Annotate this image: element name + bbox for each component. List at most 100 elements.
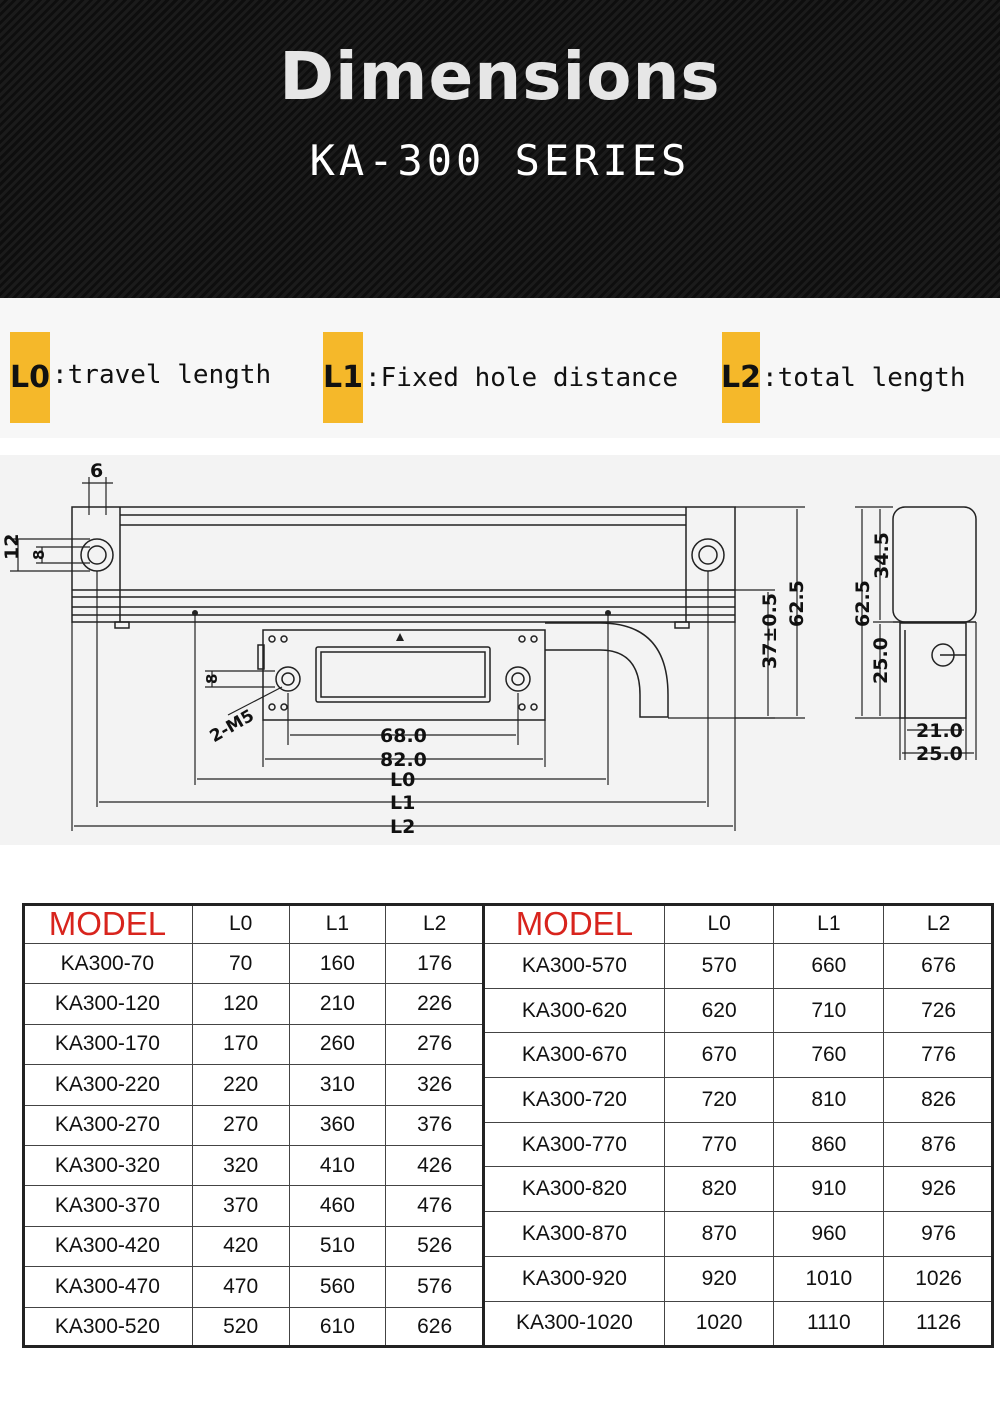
cell-model: KA300-770 (484, 1121, 665, 1168)
header-l1: L1 (773, 903, 885, 944)
cell-l1: 210 (288, 983, 387, 1025)
header-banner: Dimensions KA-300 SERIES (0, 0, 1000, 298)
cell-l0: 70 (191, 942, 290, 985)
cell-l0: 570 (663, 943, 775, 989)
dim-12: 12 (1, 534, 23, 560)
cell-model: KA300-70 (22, 942, 193, 985)
cell-model: KA300-920 (484, 1255, 665, 1302)
header-l2: L2 (385, 903, 484, 944)
cell-l0: 270 (191, 1104, 290, 1146)
cell-model: KA300-820 (484, 1166, 665, 1213)
side-view-lower (899, 622, 967, 719)
cell-l2: 276 (385, 1023, 484, 1066)
cell-l1: 710 (773, 987, 885, 1034)
cell-l0: 620 (663, 987, 775, 1034)
cell-l2: 776 (883, 1032, 994, 1079)
cell-l2: 376 (385, 1104, 484, 1146)
dim-21: 21.0 (916, 720, 963, 742)
cell-l0: 1020 (663, 1300, 775, 1347)
cell-l1: 1010 (773, 1255, 885, 1302)
cell-l2: 826 (883, 1077, 994, 1123)
cell-l2: 226 (385, 983, 484, 1025)
header-l0: L0 (663, 903, 775, 944)
dim-6: 6 (90, 460, 103, 482)
legend-key-l0: L0 (10, 332, 50, 423)
legend-item-l0: L0 :travel length (10, 332, 271, 423)
cell-l1: 560 (288, 1266, 387, 1308)
legend-band (0, 298, 1000, 438)
cable (545, 622, 669, 718)
dim-82: 82.0 (380, 749, 427, 771)
cell-l1: 460 (288, 1185, 387, 1227)
cell-l1: 1110 (773, 1300, 885, 1347)
cell-l2: 976 (883, 1211, 994, 1257)
cell-l2: 726 (883, 987, 994, 1034)
dim-25-v: 25.0 (870, 637, 892, 684)
cell-l0: 870 (663, 1211, 775, 1257)
cell-l0: 770 (663, 1121, 775, 1168)
cell-l2: 676 (883, 943, 994, 989)
cell-l0: 470 (191, 1266, 290, 1308)
cell-model: KA300-1020 (484, 1300, 665, 1347)
cell-l1: 910 (773, 1166, 885, 1213)
cell-model: KA300-420 (22, 1225, 193, 1268)
cell-l2: 876 (883, 1121, 994, 1168)
cell-model: KA300-270 (22, 1104, 193, 1146)
cell-l0: 320 (191, 1144, 290, 1187)
header-l1: L1 (288, 903, 387, 944)
dim-8-left: 8 (30, 550, 48, 560)
cell-l2: 626 (385, 1306, 484, 1349)
header-l0: L0 (191, 903, 290, 944)
cell-l1: 860 (773, 1121, 885, 1168)
cell-l2: 176 (385, 942, 484, 985)
cell-l1: 360 (288, 1104, 387, 1146)
cell-l1: 510 (288, 1225, 387, 1268)
dim-25-h: 25.0 (916, 743, 963, 765)
cell-model: KA300-170 (22, 1023, 193, 1066)
cell-l0: 670 (663, 1032, 775, 1079)
cell-model: KA300-470 (22, 1266, 193, 1308)
legend-item-l1: L1 :Fixed hole distance (323, 332, 678, 423)
scale-body (71, 506, 736, 623)
cell-model: KA300-670 (484, 1032, 665, 1079)
cell-l1: 260 (288, 1023, 387, 1066)
legend-item-l2: L2 :total length (721, 332, 966, 423)
cell-l1: 810 (773, 1077, 885, 1123)
dim-62-5-side: 62.5 (852, 580, 874, 627)
cell-model: KA300-320 (22, 1144, 193, 1187)
cell-model: KA300-220 (22, 1064, 193, 1106)
table-row (484, 1345, 994, 1348)
cell-l2: 926 (883, 1166, 994, 1213)
cell-model: KA300-870 (484, 1211, 665, 1257)
dim-l1: L1 (390, 792, 415, 814)
legend-text-l1: :Fixed hole distance (365, 362, 679, 393)
cell-l0: 520 (191, 1306, 290, 1349)
dim-l2: L2 (390, 816, 415, 838)
cell-l0 (663, 1345, 775, 1348)
table-divider (482, 903, 485, 1348)
cell-l2: 1126 (883, 1300, 994, 1347)
cell-l1: 410 (288, 1144, 387, 1187)
cell-l1: 310 (288, 1064, 387, 1106)
cell-model: KA300-570 (484, 943, 665, 989)
cell-model: KA300-520 (22, 1306, 193, 1349)
cell-model: KA300-620 (484, 987, 665, 1034)
cell-model: KA300-370 (22, 1185, 193, 1227)
